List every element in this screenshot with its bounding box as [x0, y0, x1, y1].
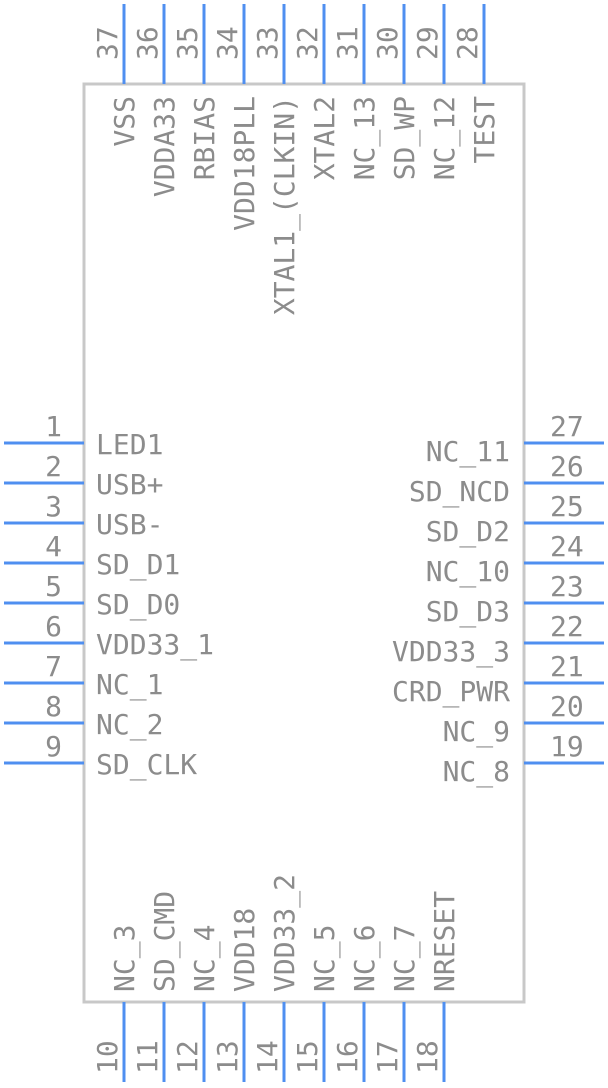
pin-label-34: VDD18PLL: [228, 96, 261, 231]
pin-label-12: NC_4: [188, 925, 222, 992]
pin-number-18: 18: [411, 1040, 444, 1074]
pin-label-32: XTAL2: [308, 96, 341, 180]
pin-number-19: 19: [550, 730, 584, 763]
pin-label-29: NC_12: [428, 96, 462, 180]
pin-number-28: 28: [451, 26, 484, 60]
pin-label-35: RBIAS: [188, 96, 221, 180]
pin-label-13: VDD18: [228, 908, 261, 992]
pin-number-6: 6: [45, 610, 62, 643]
pin-number-5: 5: [45, 570, 62, 603]
pin-label-1: LED1: [96, 428, 163, 461]
pin-label-4: SD_D1: [96, 548, 180, 582]
pin-number-21: 21: [550, 650, 584, 683]
pin-label-15: NC_5: [308, 925, 342, 992]
chip-body-outline: [82, 82, 526, 1004]
pin-label-33: XTAL1_(CLKIN): [268, 96, 302, 315]
pin-number-25: 25: [550, 490, 584, 523]
pin-number-7: 7: [45, 650, 62, 683]
pin-number-11: 11: [131, 1040, 164, 1074]
pin-label-16: NC_6: [348, 925, 382, 992]
pin-number-36: 36: [131, 26, 164, 60]
pin-label-36: VDDA33: [148, 96, 181, 197]
pin-number-16: 16: [331, 1040, 364, 1074]
pin-number-2: 2: [45, 450, 62, 483]
pin-label-18: NRESET: [428, 891, 461, 992]
pin-label-21: CRD_PWR: [392, 675, 510, 709]
pin-label-17: NC_7: [388, 925, 422, 992]
pin-label-14: VDD33_2: [268, 874, 302, 992]
pin-number-20: 20: [550, 690, 584, 723]
pin-number-1: 1: [45, 410, 62, 443]
pin-label-7: NC_1: [96, 668, 163, 702]
pin-number-32: 32: [291, 26, 324, 60]
pin-label-9: SD_CLK: [96, 748, 197, 782]
pin-number-22: 22: [550, 610, 584, 643]
pin-number-9: 9: [45, 730, 62, 763]
pin-number-30: 30: [371, 26, 404, 60]
pin-number-33: 33: [251, 26, 284, 60]
pin-number-31: 31: [331, 26, 364, 60]
pin-number-12: 12: [171, 1040, 204, 1074]
pin-number-29: 29: [411, 26, 444, 60]
pin-number-3: 3: [45, 490, 62, 523]
pin-number-10: 10: [91, 1040, 124, 1074]
pin-label-6: VDD33_1: [96, 628, 214, 662]
pin-number-14: 14: [251, 1040, 284, 1074]
pin-label-37: VSS: [108, 96, 141, 147]
pin-label-28: TEST: [468, 96, 501, 164]
pin-number-8: 8: [45, 690, 62, 723]
pin-label-30: SD_WP: [388, 96, 422, 180]
pin-label-10: NC_3: [108, 925, 142, 992]
pin-label-31: NC_13: [348, 96, 382, 180]
pin-label-22: VDD33_3: [392, 635, 510, 669]
pin-label-24: NC_10: [426, 555, 510, 589]
pin-label-19: NC_8: [443, 755, 510, 789]
pin-label-20: NC_9: [443, 715, 510, 749]
pin-label-8: NC_2: [96, 708, 163, 742]
pin-number-15: 15: [291, 1040, 324, 1074]
pin-number-13: 13: [211, 1040, 244, 1074]
pin-number-27: 27: [550, 410, 584, 443]
pin-label-3: USB-: [96, 508, 163, 541]
pin-number-23: 23: [550, 570, 584, 603]
pin-label-5: SD_D0: [96, 588, 180, 622]
pin-label-27: NC_11: [426, 435, 510, 469]
pin-group: 1LED12USB+3USB-4SD_D15SD_D06VDD33_17NC_1…: [4, 4, 604, 1082]
pin-label-2: USB+: [96, 468, 163, 501]
pin-number-17: 17: [371, 1040, 404, 1074]
pin-number-4: 4: [45, 530, 62, 563]
pin-label-26: SD_NCD: [409, 475, 510, 509]
pin-number-24: 24: [550, 530, 584, 563]
pin-number-37: 37: [91, 26, 124, 60]
pin-number-34: 34: [211, 26, 244, 60]
pin-number-35: 35: [171, 26, 204, 60]
pin-number-26: 26: [550, 450, 584, 483]
pin-label-25: SD_D2: [426, 515, 510, 549]
pin-label-23: SD_D3: [426, 595, 510, 629]
pin-label-11: SD_CMD: [148, 891, 182, 992]
